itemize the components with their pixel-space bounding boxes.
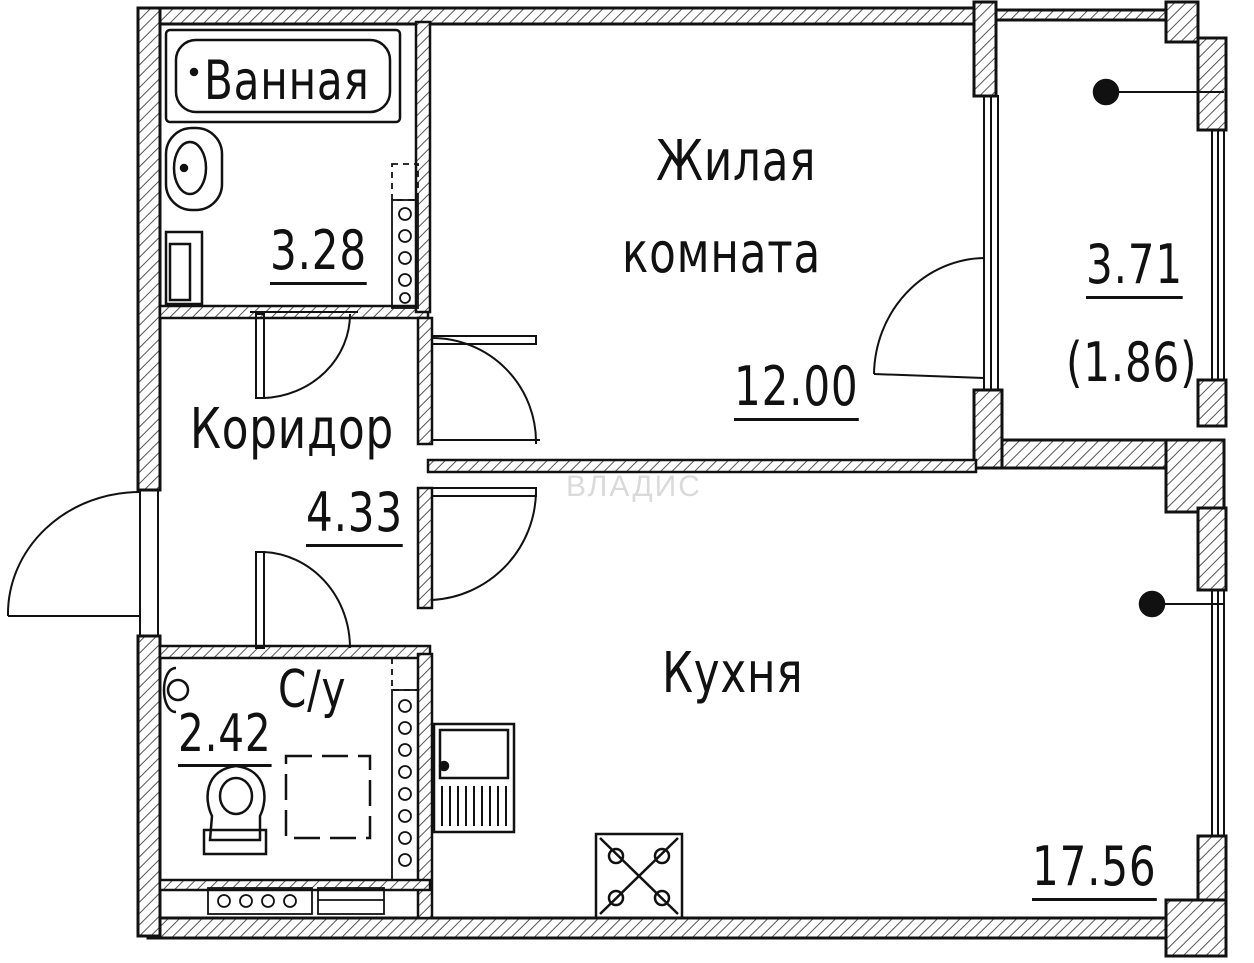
kitchen-area: 17.56 <box>1032 840 1157 901</box>
wall-balcony-right-lower <box>1196 378 1228 428</box>
bathtub <box>164 28 402 124</box>
wall-balcony-right <box>1196 36 1228 132</box>
wall-kitchen-bottom-corner <box>1164 898 1228 958</box>
door-bathroom <box>255 313 265 399</box>
wall-balcony-floor <box>1000 438 1174 470</box>
wall-bath-living <box>414 20 432 314</box>
wall-corridor-toilet <box>158 644 432 660</box>
washbasin <box>164 126 224 212</box>
bathroom-area: 3.28 <box>270 224 367 285</box>
corridor-name: Коридор <box>190 397 394 462</box>
wall-balcony-corner <box>1164 0 1200 44</box>
exterior-walls <box>136 0 1228 958</box>
wall-toilet-kitchen <box>416 652 434 920</box>
stove <box>594 832 684 920</box>
electric-point-kitchen <box>1138 590 1166 618</box>
watermark: ВЛАДИС <box>566 470 702 503</box>
wall-balcony-top <box>994 8 1168 22</box>
toilet-room-area: 2.42 <box>178 708 272 767</box>
toilet-room-name: С/у <box>278 660 347 720</box>
wall-toilet-bottom <box>158 878 432 892</box>
balcony-area-reduced: (1.86) <box>1066 331 1198 394</box>
wall-corridor-kitchen <box>416 486 434 610</box>
wall-top <box>146 6 978 26</box>
door-entrance <box>139 489 159 637</box>
washing-machine <box>164 230 204 306</box>
wall-kitchen-corner <box>1164 438 1226 514</box>
wall-kitchen-right-lower <box>1196 834 1228 908</box>
interior-walls <box>158 20 978 920</box>
door-toilet <box>255 551 265 649</box>
living-room-area: 12.00 <box>734 360 859 421</box>
balcony-area: 3.71 <box>1086 238 1183 299</box>
corridor-area: 4.33 <box>306 486 403 547</box>
door-living-room <box>431 335 537 345</box>
wall-kitchen-right-upper <box>1196 506 1228 592</box>
wall-corridor-living <box>416 316 434 446</box>
living-room-name-line1: Жилая <box>656 129 817 194</box>
living-room-name-line2: комната <box>622 221 822 286</box>
kitchen-sink <box>432 722 516 834</box>
wall-left-lower <box>136 634 162 938</box>
kitchen-name: Кухня <box>662 641 804 706</box>
wall-balcony-bottom <box>972 388 1004 470</box>
toilet-sink <box>162 666 177 714</box>
windows <box>983 95 1225 837</box>
wall-living-kitchen <box>426 458 978 474</box>
vent-ducts <box>207 163 419 915</box>
wall-balcony-left <box>972 0 998 98</box>
doors <box>6 257 985 649</box>
wall-bottom <box>146 916 1172 940</box>
bathroom-name: Ванная <box>204 49 370 112</box>
door-balcony <box>873 257 985 375</box>
shower-tray <box>284 754 372 840</box>
electric-point-balcony <box>1092 78 1120 106</box>
wall-left-upper <box>136 6 162 492</box>
door-kitchen <box>431 487 537 497</box>
fixtures <box>162 28 1224 920</box>
